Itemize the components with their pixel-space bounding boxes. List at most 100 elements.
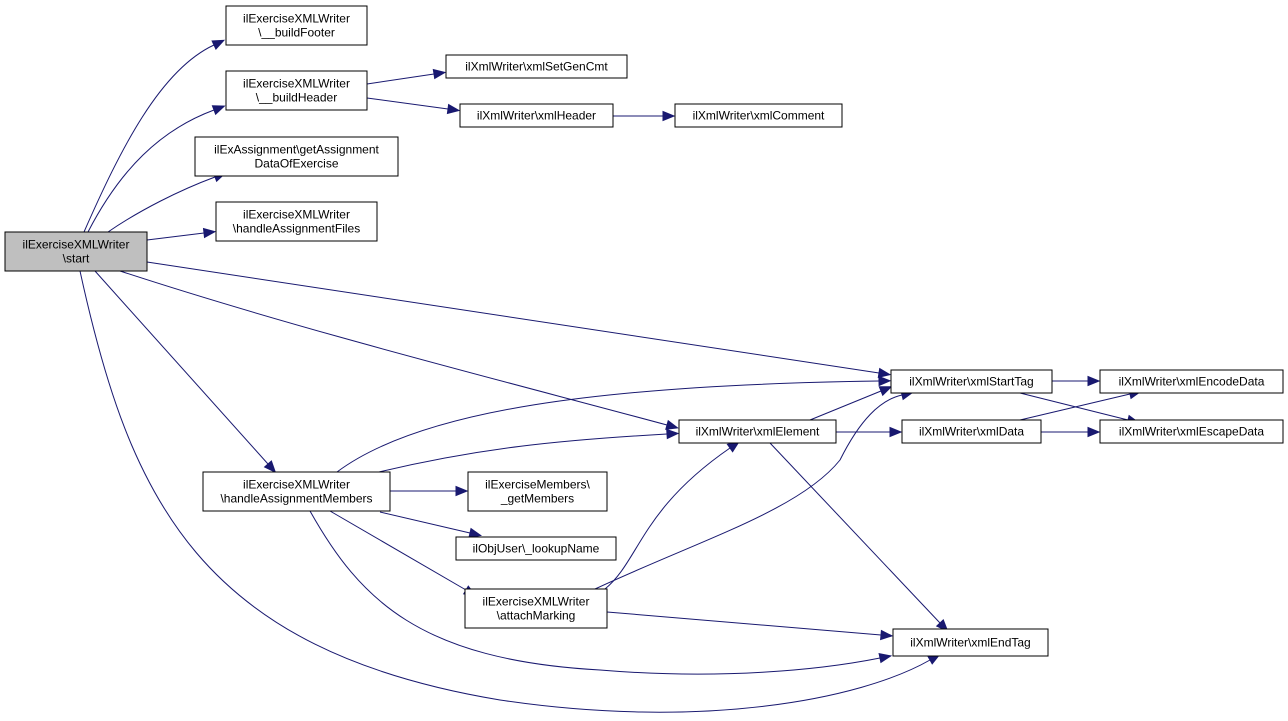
edge-line — [809, 390, 882, 421]
node-label: ilXmlWriter\xmlComment — [693, 109, 825, 123]
node-buildHeader[interactable]: ilExerciseXMLWriter\__buildHeader — [225, 70, 368, 111]
node-xmlStartTag[interactable]: ilXmlWriter\xmlStartTag — [890, 369, 1053, 394]
edge-handleAssignmentMembers-to-xmlEndTag — [309, 510, 893, 675]
edge-line — [1019, 393, 1131, 421]
node-label: ilExerciseXMLWriter — [243, 208, 350, 222]
node-label: \start — [63, 252, 90, 266]
node-label: ilExerciseXMLWriter — [243, 12, 350, 26]
edge-line — [146, 261, 880, 374]
node-label: ilXmlWriter\xmlEncodeData — [1119, 375, 1265, 389]
arrowhead-icon — [1087, 375, 1101, 387]
edge-line — [94, 270, 269, 465]
arrowhead-icon — [666, 428, 680, 440]
node-box[interactable] — [194, 136, 399, 177]
edge-xmlStartTag-to-xmlEncodeData — [1052, 375, 1101, 387]
node-box[interactable] — [455, 536, 617, 561]
node-box[interactable] — [901, 419, 1042, 444]
node-label: _getMembers — [500, 492, 574, 506]
node-lookupName[interactable]: ilObjUser\_lookupName — [455, 536, 617, 561]
edge-line — [87, 109, 215, 233]
node-xmlSetGenCmt[interactable]: ilXmlWriter\xmlSetGenCmt — [445, 54, 628, 79]
node-attachMarking[interactable]: ilExerciseXMLWriter\attachMarking — [464, 588, 608, 629]
node-label: ilExerciseXMLWriter — [483, 595, 590, 609]
node-xmlComment[interactable]: ilXmlWriter\xmlComment — [674, 103, 843, 128]
edge-line — [146, 232, 205, 241]
node-box[interactable] — [892, 628, 1049, 657]
arrowhead-icon — [1087, 426, 1101, 438]
node-box[interactable] — [674, 103, 843, 128]
node-box[interactable] — [464, 588, 608, 629]
node-box[interactable] — [459, 103, 614, 128]
node-box[interactable] — [678, 419, 837, 444]
node-box[interactable] — [1099, 369, 1284, 394]
edge-start-to-buildFooter — [83, 39, 226, 233]
edge-line — [366, 73, 435, 85]
edge-xmlData-to-xmlEncodeData — [1019, 388, 1142, 421]
edge-xmlHeader-to-xmlComment — [613, 110, 676, 122]
node-label: \__buildHeader — [256, 91, 337, 105]
node-xmlEscapeData[interactable]: ilXmlWriter\xmlEscapeData — [1099, 419, 1284, 444]
arrowhead-icon — [432, 68, 447, 80]
node-box[interactable] — [225, 70, 368, 111]
edge-xmlElement-to-xmlStartTag — [809, 386, 893, 421]
node-xmlHeader[interactable]: ilXmlWriter\xmlHeader — [459, 103, 614, 128]
node-getAssignmentData[interactable]: ilExAssignment\getAssignmentDataOfExerci… — [194, 136, 399, 177]
node-handleAssignmentFiles[interactable]: ilExerciseXMLWriter\handleAssignmentFile… — [215, 201, 378, 242]
arrowhead-icon — [455, 485, 469, 497]
node-label: \__buildFooter — [258, 26, 335, 40]
nodes-layer: ilExerciseXMLWriter\startilExerciseXMLWr… — [4, 5, 1284, 657]
arrowhead-icon — [878, 386, 893, 397]
edge-handleAssignmentMembers-to-getMembers — [390, 485, 469, 497]
node-box[interactable] — [225, 5, 368, 46]
node-box[interactable] — [202, 471, 391, 512]
node-xmlData[interactable]: ilXmlWriter\xmlData — [901, 419, 1042, 444]
edge-attachMarking-to-xmlEndTag — [606, 611, 894, 641]
edge-line — [1019, 392, 1129, 421]
arrowhead-icon — [446, 103, 461, 115]
arrowhead-icon — [202, 227, 217, 239]
node-label: ilObjUser\_lookupName — [473, 542, 600, 556]
node-box[interactable] — [1099, 419, 1284, 444]
edge-start-to-handleAssignmentMembers — [94, 270, 277, 474]
arrowhead-icon — [665, 419, 679, 430]
node-handleAssignmentMembers[interactable]: ilExerciseXMLWriter\handleAssignmentMemb… — [202, 471, 391, 512]
node-box[interactable] — [215, 201, 378, 242]
edge-start-to-getAssignmentData — [107, 172, 227, 233]
node-xmlElement[interactable]: ilXmlWriter\xmlElement — [678, 419, 837, 444]
arrowhead-icon — [263, 460, 277, 474]
node-buildFooter[interactable]: ilExerciseXMLWriter\__buildFooter — [225, 5, 368, 46]
arrowhead-icon — [877, 367, 892, 379]
arrowhead-icon — [468, 527, 482, 539]
node-label: \handleAssignmentMembers — [220, 492, 372, 506]
edge-xmlElement-to-xmlEndTag — [769, 442, 949, 632]
edge-line — [107, 176, 216, 233]
edge-line — [119, 270, 668, 426]
node-label: ilExAssignment\getAssignment — [214, 143, 379, 157]
edge-xmlElement-to-xmlData — [836, 426, 903, 438]
arrowhead-icon — [211, 105, 226, 116]
node-label: ilXmlWriter\xmlEscapeData — [1119, 425, 1264, 439]
edge-line — [604, 447, 731, 590]
edge-handleAssignmentMembers-to-xmlStartTag — [336, 375, 892, 473]
node-box[interactable] — [445, 54, 628, 79]
edge-line — [594, 394, 903, 590]
node-start[interactable]: ilExerciseXMLWriter\start — [4, 231, 148, 272]
arrowhead-icon — [878, 652, 893, 664]
node-label: ilXmlWriter\xmlHeader — [477, 109, 596, 123]
node-label: ilExerciseXMLWriter — [243, 77, 350, 91]
edge-line — [606, 611, 882, 636]
node-box[interactable] — [467, 471, 608, 512]
node-label: ilXmlWriter\xmlElement — [696, 425, 820, 439]
node-xmlEncodeData[interactable]: ilXmlWriter\xmlEncodeData — [1099, 369, 1284, 394]
edge-buildHeader-to-xmlHeader — [366, 97, 461, 115]
node-label: ilXmlWriter\xmlSetGenCmt — [465, 60, 608, 74]
node-box[interactable] — [890, 369, 1053, 394]
edge-line — [366, 97, 449, 110]
node-label: ilXmlWriter\xmlEndTag — [910, 636, 1030, 650]
node-xmlEndTag[interactable]: ilXmlWriter\xmlEndTag — [892, 628, 1049, 657]
node-label: \attachMarking — [497, 609, 576, 623]
edge-handleAssignmentMembers-to-xmlElement — [378, 428, 680, 473]
node-box[interactable] — [4, 231, 148, 272]
edge-start-to-handleAssignmentFiles — [146, 227, 217, 241]
node-getMembers[interactable]: ilExerciseMembers\_getMembers — [467, 471, 608, 512]
